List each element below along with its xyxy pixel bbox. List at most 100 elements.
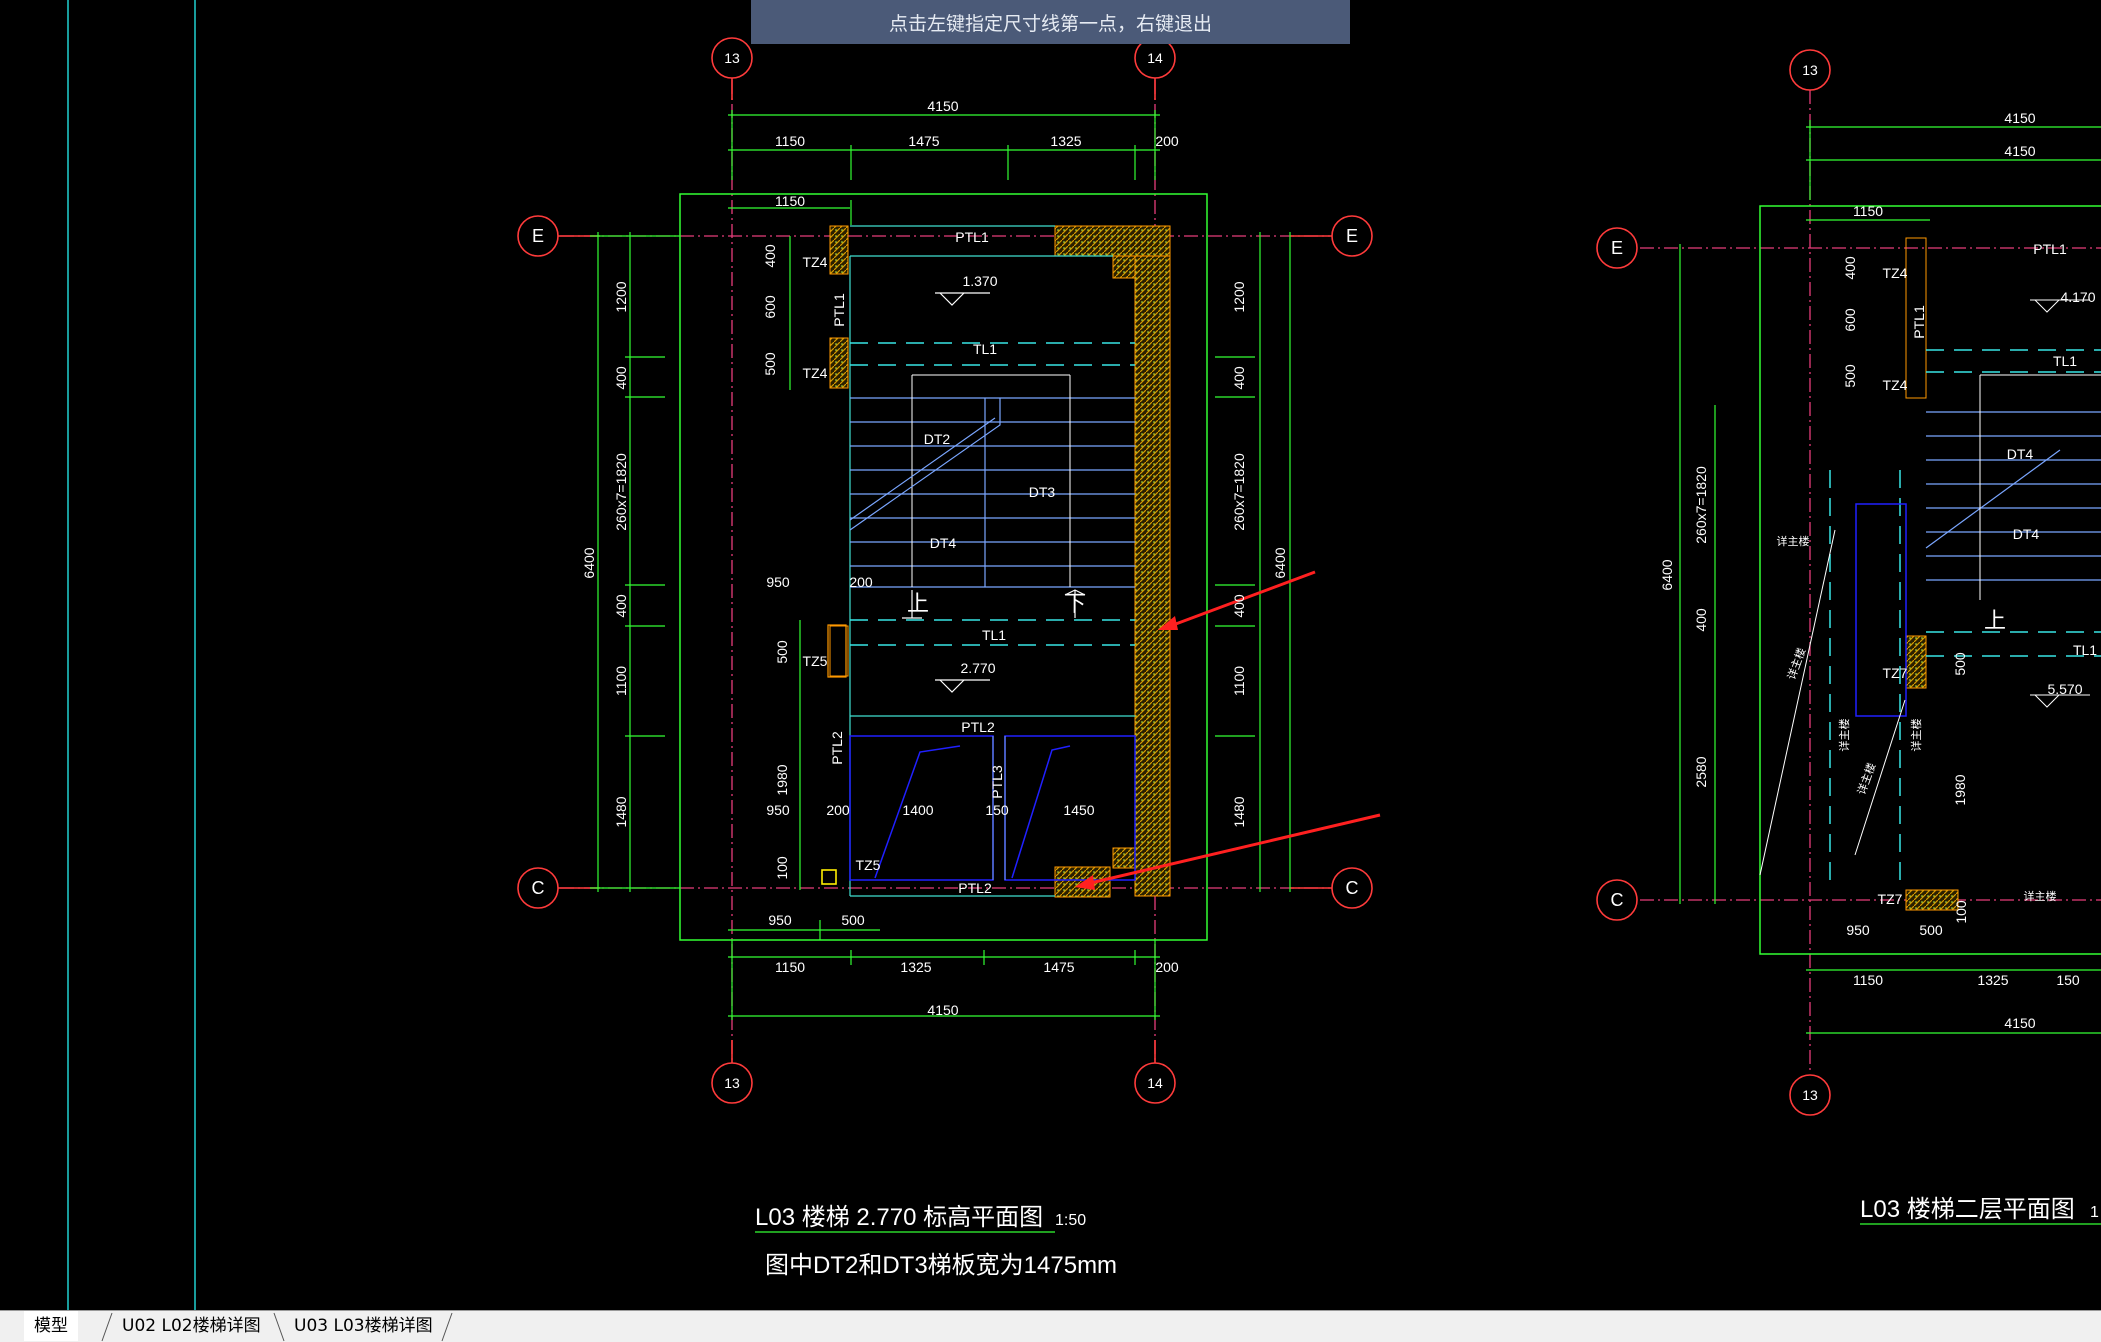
up-text: 上 bbox=[907, 591, 929, 616]
dim-text: 500 bbox=[1842, 364, 1858, 388]
dim-text: 500 bbox=[1919, 922, 1943, 938]
column-label: TZ4 bbox=[1883, 377, 1908, 393]
elevation-text: 1.370 bbox=[962, 273, 997, 289]
dim-text: 1980 bbox=[774, 764, 790, 795]
dim-text: 600 bbox=[762, 295, 778, 319]
cad-viewport[interactable]: 13 14 13 14 E E C C 4150 1150 1475 1325 … bbox=[0, 0, 2101, 1310]
drawing-title-left: L03 楼梯 2.770 标高平面图 bbox=[755, 1204, 1043, 1231]
dim-text: 6400 bbox=[1272, 547, 1288, 578]
dim-text: 400 bbox=[613, 366, 629, 390]
dim-text: 500 bbox=[762, 352, 778, 376]
dim-text: 500 bbox=[774, 640, 790, 664]
tab-u02-label: U02 L02楼梯详图 bbox=[122, 1316, 261, 1336]
dim-text: 200 bbox=[826, 802, 850, 818]
dim-text: 1150 bbox=[775, 193, 805, 209]
axis-label-13-bottom: 13 bbox=[724, 1075, 740, 1091]
drawing-title-right: L03 楼梯二层平面图 bbox=[1860, 1196, 2075, 1223]
beam-label: PTL2 bbox=[961, 719, 995, 735]
dim-text: 400 bbox=[1231, 594, 1247, 618]
dim-text: 4150 bbox=[2004, 110, 2035, 126]
tab-u03-stair-detail[interactable]: U03 L03楼梯详图 bbox=[284, 1311, 443, 1341]
column-label: TZ5 bbox=[803, 653, 828, 669]
beam-label: TL1 bbox=[982, 627, 1006, 643]
dim-text: 4150 bbox=[2004, 143, 2035, 159]
beam-label: PTL1 bbox=[1911, 305, 1927, 339]
beam-label: TL1 bbox=[2053, 353, 2077, 369]
beam-label: PTL1 bbox=[955, 229, 989, 245]
beam-label: PTL2 bbox=[958, 880, 992, 896]
stair-plan-right bbox=[1596, 49, 2101, 1225]
dim-text: 1980 bbox=[1952, 774, 1968, 805]
dim-text: 4150 bbox=[927, 98, 958, 114]
dim-text: 1325 bbox=[1050, 133, 1081, 149]
drawing-note-left: 图中DT2和DT3梯板宽为1475mm bbox=[765, 1252, 1117, 1279]
dim-text: 6400 bbox=[1659, 559, 1675, 590]
elevation-text: 2.770 bbox=[960, 660, 995, 676]
dim-text: 1450 bbox=[1063, 802, 1094, 818]
dim-text: 200 bbox=[1155, 133, 1179, 149]
tab-separator bbox=[441, 1312, 453, 1342]
note-text: 详主楼 bbox=[2024, 889, 2057, 903]
tab-model[interactable]: 模型 bbox=[24, 1311, 78, 1341]
tab-separator bbox=[101, 1312, 113, 1342]
dim-text: 260x7=1820 bbox=[1693, 466, 1709, 544]
dim-text: 6400 bbox=[581, 547, 597, 578]
dim-text: 950 bbox=[766, 574, 790, 590]
axis-label-e-right: E bbox=[1346, 226, 1358, 246]
dim-text: 950 bbox=[1846, 922, 1870, 938]
beam-label: PTL1 bbox=[831, 293, 847, 327]
dim-text: 1400 bbox=[902, 802, 933, 818]
beam-label: TL1 bbox=[973, 341, 997, 357]
dim-text: 4150 bbox=[927, 1002, 958, 1018]
tab-u02-stair-detail[interactable]: U02 L02楼梯详图 bbox=[112, 1311, 271, 1341]
elevation-text: 5.570 bbox=[2047, 681, 2082, 697]
dim-text: 950 bbox=[768, 912, 792, 928]
slab-label: DT3 bbox=[1029, 484, 1056, 500]
layout-tab-bar: 模型 U02 L02楼梯详图 U03 L03楼梯详图 bbox=[0, 1310, 2101, 1342]
cad-drawing-canvas[interactable]: 13 14 13 14 E E C C 4150 1150 1475 1325 … bbox=[0, 0, 2101, 1310]
axis-label-c-right: C bbox=[1346, 878, 1359, 898]
axis-label-13-bottom: 13 bbox=[1802, 1087, 1818, 1103]
stair-plan-left bbox=[517, 37, 1381, 1233]
tab-separator bbox=[273, 1312, 285, 1342]
axis-label-14-top: 14 bbox=[1147, 50, 1163, 66]
dim-text: 150 bbox=[985, 802, 1009, 818]
dim-text: 200 bbox=[849, 574, 873, 590]
elevation-text: 4.170 bbox=[2060, 289, 2095, 305]
note-text: 详主楼 bbox=[1854, 761, 1878, 797]
dim-text: 1100 bbox=[613, 666, 629, 696]
down-text: 下 bbox=[1064, 591, 1086, 616]
dim-text: 200 bbox=[1155, 959, 1179, 975]
dim-text: 500 bbox=[1952, 652, 1968, 676]
dim-text: 1150 bbox=[775, 959, 805, 975]
note-text: 详主楼 bbox=[1909, 719, 1923, 752]
dim-text: 100 bbox=[1953, 900, 1969, 924]
beam-label: PTL2 bbox=[829, 731, 845, 765]
dim-text: 400 bbox=[762, 244, 778, 268]
slab-label: DT2 bbox=[924, 431, 951, 447]
slab-label: DT4 bbox=[930, 535, 957, 551]
dim-text: 1200 bbox=[1231, 281, 1247, 312]
axis-label-13-top: 13 bbox=[724, 50, 740, 66]
tab-u03-label: U03 L03楼梯详图 bbox=[294, 1316, 433, 1336]
axis-label-c-left: C bbox=[1611, 890, 1624, 910]
dim-text: 4150 bbox=[2004, 1015, 2035, 1031]
dim-text: 150 bbox=[2056, 972, 2080, 988]
dim-text: 400 bbox=[1231, 366, 1247, 390]
axis-label-13-top: 13 bbox=[1802, 62, 1818, 78]
tab-model-label: 模型 bbox=[34, 1316, 68, 1336]
dim-text: 1325 bbox=[900, 959, 931, 975]
dim-text: 1200 bbox=[613, 281, 629, 312]
dim-text: 500 bbox=[841, 912, 865, 928]
slab-label: DT4 bbox=[2013, 526, 2040, 542]
column-label: TZ5 bbox=[856, 857, 881, 873]
dim-text: 400 bbox=[1693, 608, 1709, 632]
beam-label: PTL3 bbox=[989, 765, 1005, 799]
axis-label-14-bottom: 14 bbox=[1147, 1075, 1163, 1091]
beam-label: TL1 bbox=[2073, 642, 2097, 658]
dim-text: 100 bbox=[774, 856, 790, 880]
column-label: TZ4 bbox=[803, 365, 828, 381]
dim-text: 600 bbox=[1842, 308, 1858, 332]
dim-text: 950 bbox=[766, 802, 790, 818]
dim-text: 1325 bbox=[1977, 972, 2008, 988]
